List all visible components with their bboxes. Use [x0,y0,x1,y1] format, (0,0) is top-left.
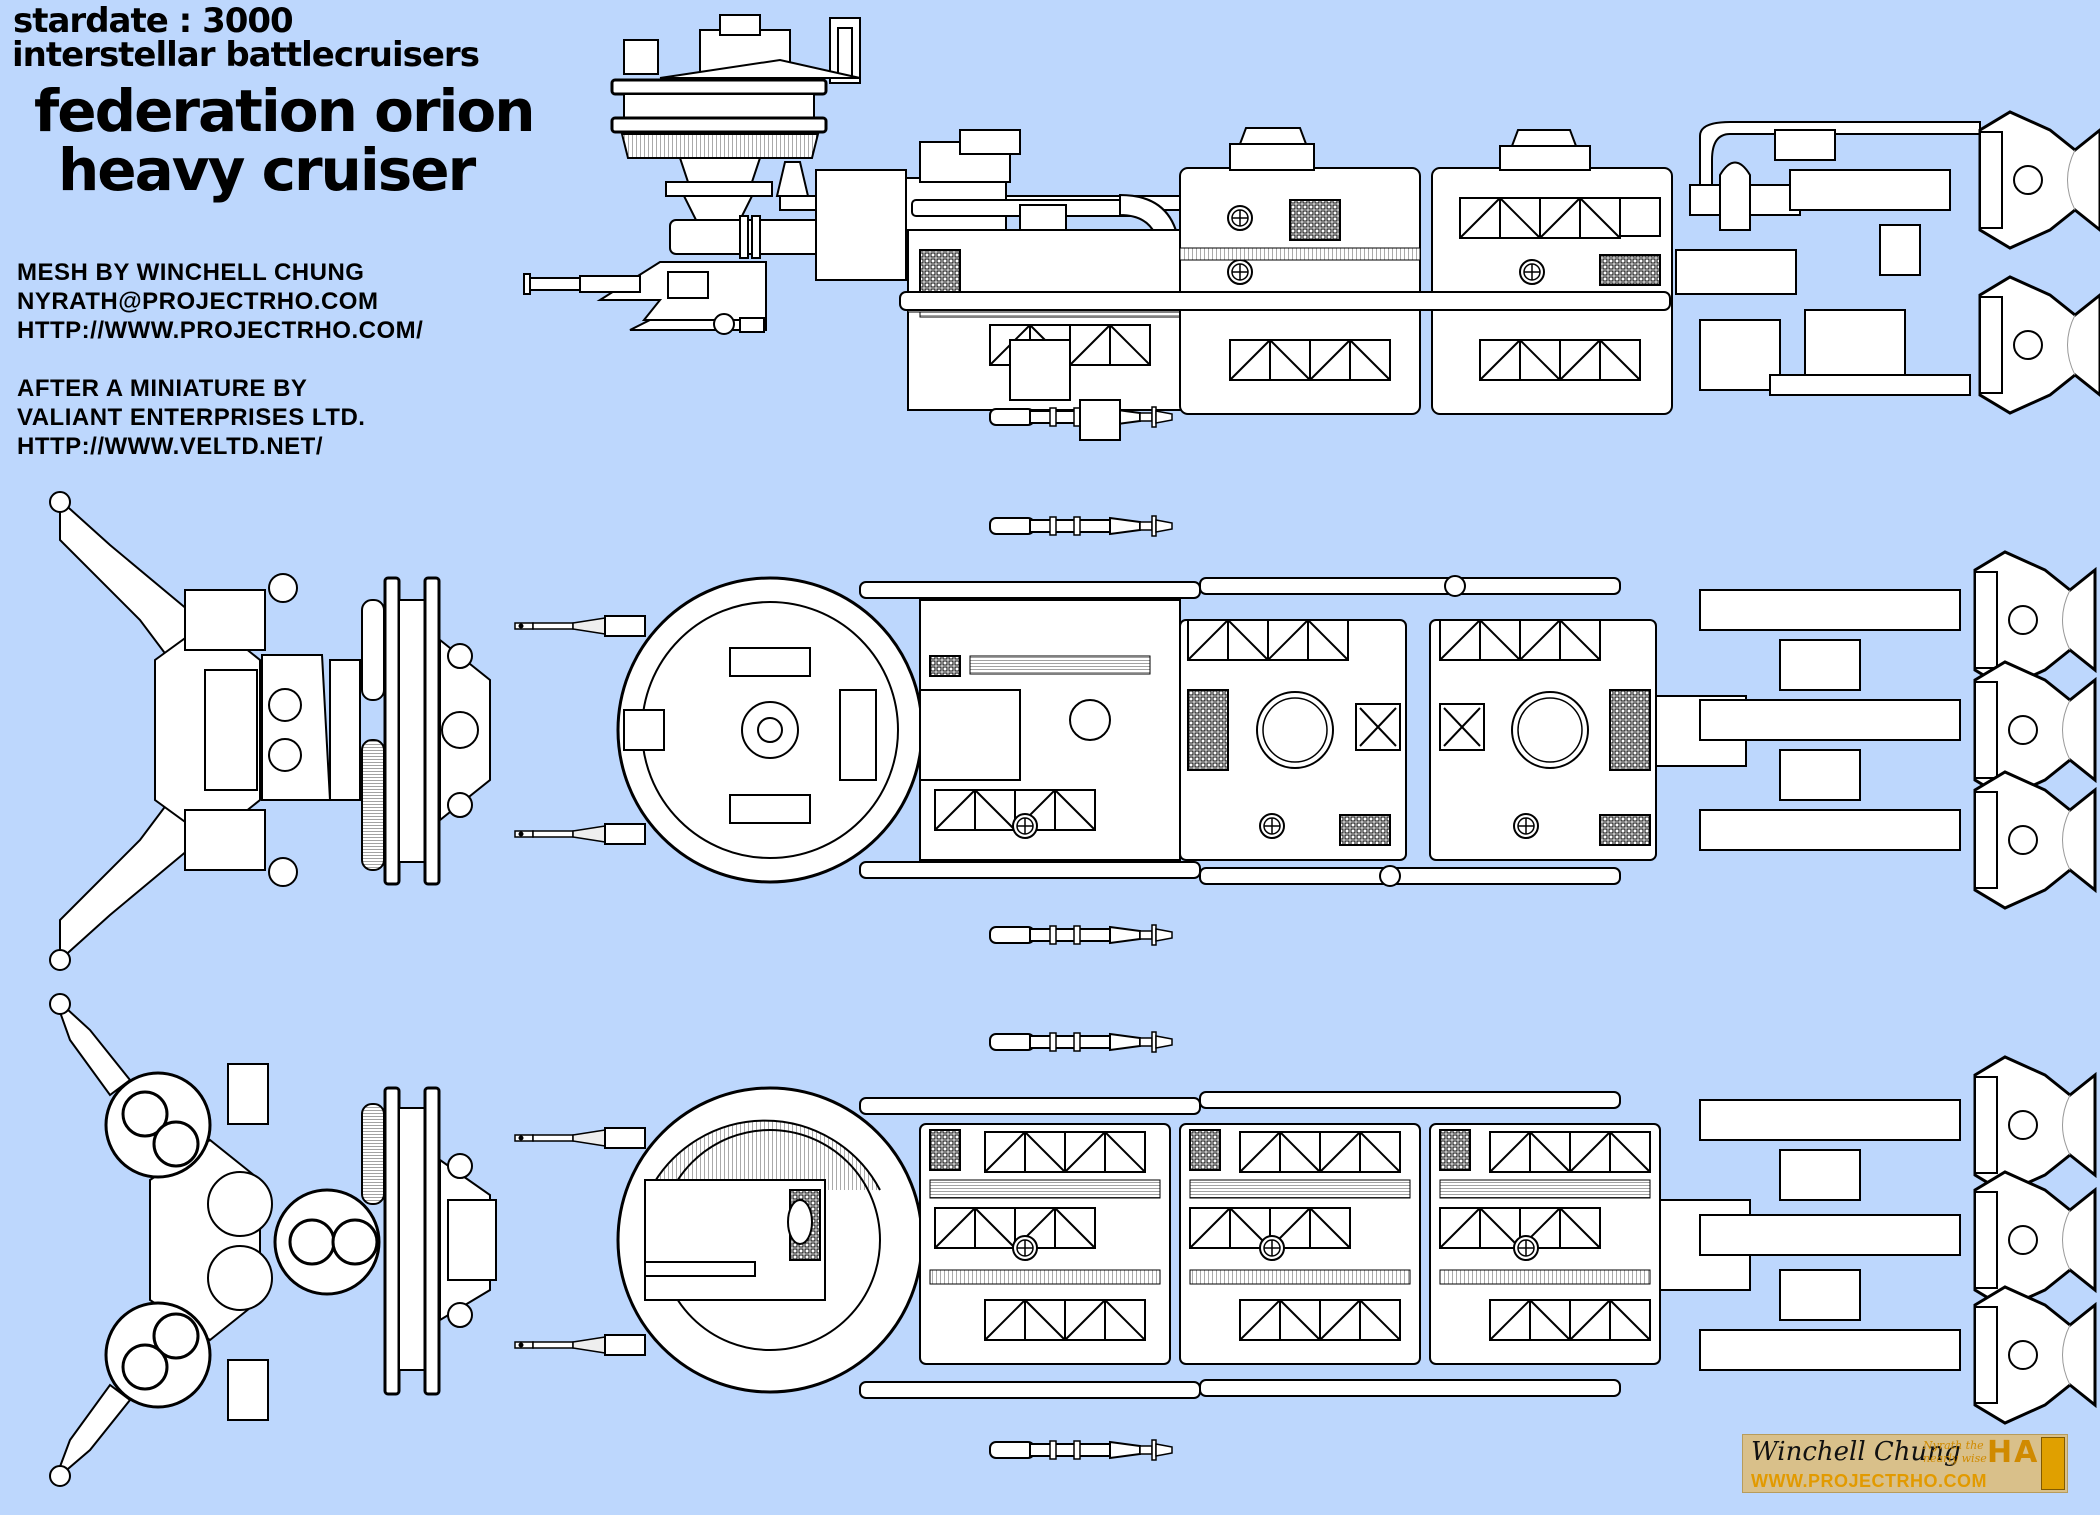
top-view [514,515,2097,946]
side-view [523,14,2100,441]
hull-module-bottom-1 [919,1123,1171,1365]
credit-manufacturer-url: HTTP://WWW.VELTD.NET/ [17,433,324,460]
credits-block: MESH BY WINCHELL CHUNG NYRATH@PROJECTRHO… [17,258,423,461]
hull-module-3 [1431,129,1673,415]
hull-module-bottom-3 [1429,1123,1661,1365]
hull-module-top-1 [1179,619,1407,861]
hull-module-bottom-2 [1179,1123,1421,1365]
stardate-line: stardate : 3000 [13,1,294,41]
signature-logo: Winchell Chung Nyrath the nearly wise HA… [1742,1434,2068,1493]
aft-engineering-bottom [1699,1055,2097,1425]
series-line: interstellar battlecruisers [12,35,480,75]
bottom-view [514,1031,2097,1461]
aft-engineering [1675,110,2100,415]
signature-url: WWW.PROJECTRHO.COM [1751,1471,1987,1491]
front-view-lower [49,993,497,1487]
engine-pod-lower [104,1301,212,1409]
ship-title-line1: federation orion [34,77,536,145]
title-block: stardate : 3000 interstellar battlecruis… [10,1,536,205]
credit-manufacturer: VALIANT ENTERPRISES LTD. [17,404,366,431]
engine-pod-center [273,1188,381,1296]
credit-email: NYRATH@PROJECTRHO.COM [17,288,379,315]
bow-gun-pod [523,261,767,335]
credit-miniature-intro: AFTER A MINIATURE BY [17,375,308,402]
dorsal-conduit [1199,577,1621,595]
aft-engineering-top [1699,550,2097,910]
rune-badge-icon [2041,1437,2065,1490]
front-view-upper [49,491,491,971]
engine-pod-upper [104,1071,212,1179]
signature-name: Winchell Chung [1751,1437,1961,1467]
credit-mesh-author: MESH BY WINCHELL CHUNG [17,259,365,286]
ship-title-line2: heavy cruiser [58,136,476,205]
forward-dish-bottom [616,1086,924,1394]
forward-dish-top [616,576,924,884]
hull-module-top-2 [1429,619,1657,861]
hull-module-2 [1179,127,1421,415]
signature-nickname: Nyrath the nearly wise [1923,1439,1987,1465]
credit-website: HTTP://WWW.PROJECTRHO.COM/ [17,317,424,344]
keel-conduit [899,291,1671,311]
